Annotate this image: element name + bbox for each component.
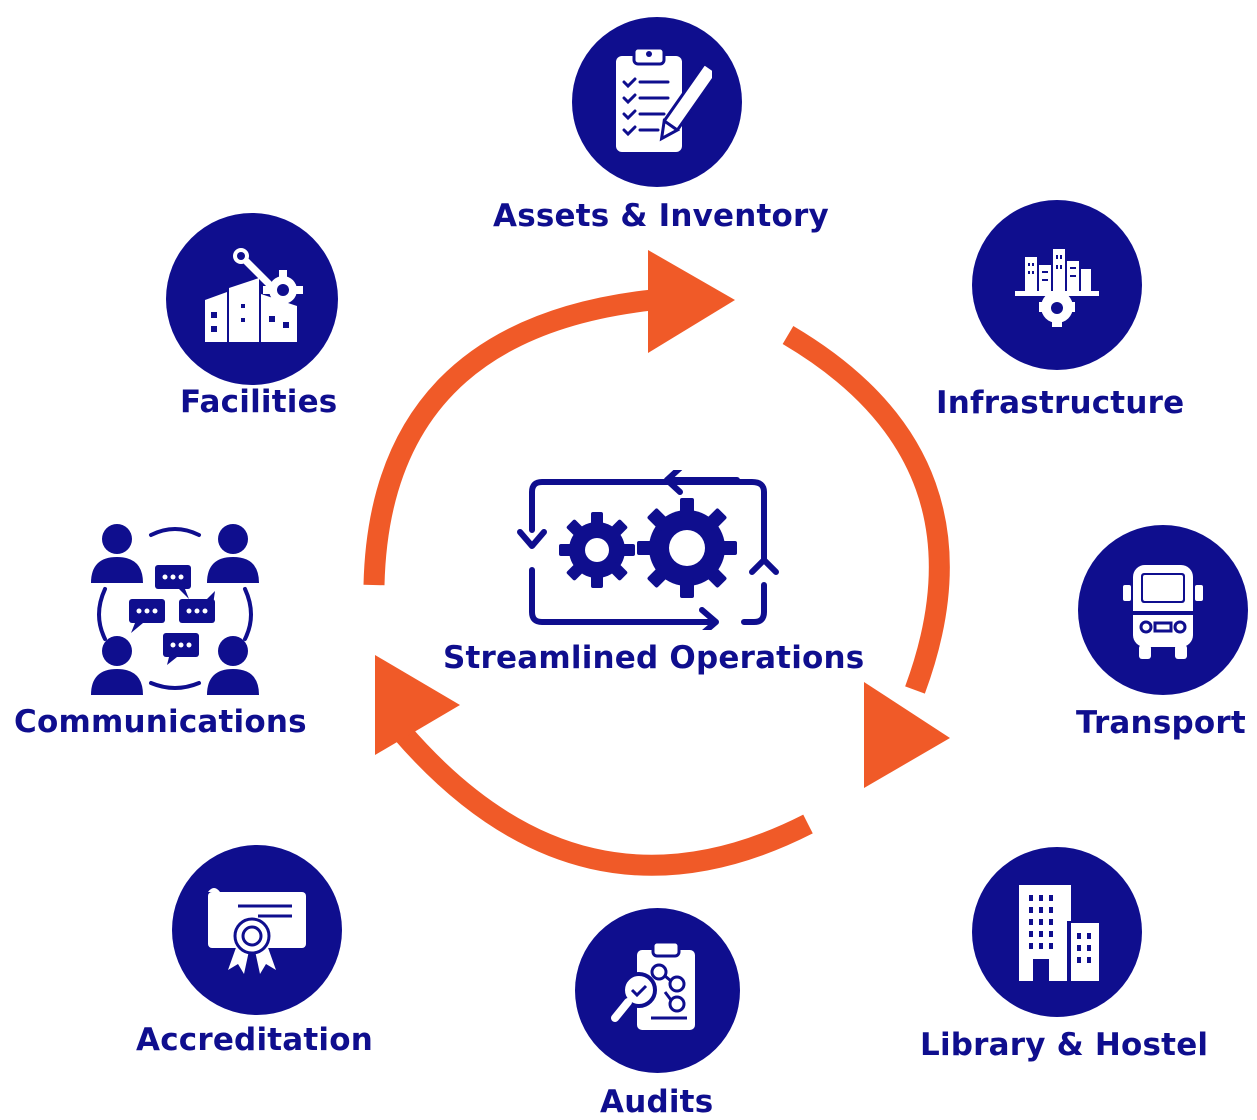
arrowhead-top	[648, 250, 735, 353]
arrowhead-right	[864, 682, 950, 788]
city-gear-icon	[1015, 249, 1099, 327]
arc-bottom	[392, 723, 813, 876]
node-label-infrastructure: Infrastructure	[936, 385, 1185, 421]
arc-top-left	[363, 289, 654, 586]
node-label-transport: Transport	[1076, 705, 1246, 741]
clipboard-checklist-icon	[616, 46, 712, 152]
node-label-accreditation: Accreditation	[136, 1022, 374, 1058]
bus-icon	[1123, 565, 1203, 659]
buildings-icon	[1019, 885, 1099, 981]
arc-right	[782, 325, 950, 694]
people-chat-icon	[91, 524, 259, 695]
node-label-audits: Audits	[600, 1084, 714, 1120]
gears-cycle-icon	[517, 470, 779, 630]
arrowhead-left	[375, 655, 460, 755]
audit-report-icon	[610, 940, 695, 1030]
node-label-assets: Assets & Inventory	[493, 198, 829, 234]
certificate-icon	[208, 888, 306, 974]
center-title: Streamlined Operations	[443, 640, 865, 676]
node-label-facilities: Facilities	[180, 384, 338, 420]
center-node: Streamlined Operations	[430, 470, 870, 690]
node-label-library: Library & Hostel	[920, 1027, 1209, 1063]
facility-maintenance-icon	[205, 248, 303, 342]
node-label-communications: Communications	[14, 704, 307, 740]
